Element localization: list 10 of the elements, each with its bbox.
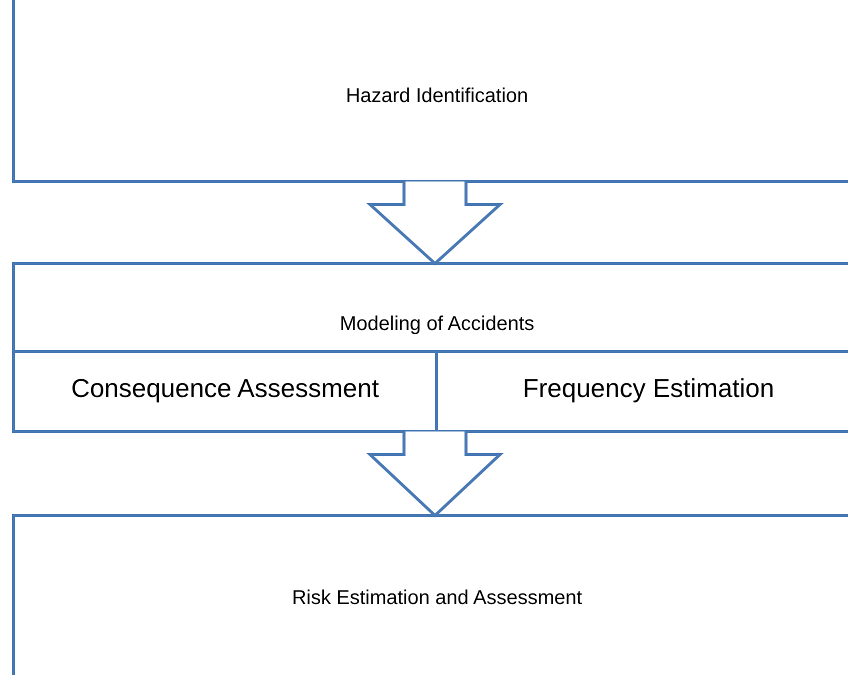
box-label: Risk Estimation and Assessment [292, 586, 582, 610]
process-box [12, 514, 848, 675]
block-arrow [366, 430, 504, 518]
process-box [12, 262, 848, 433]
box-label: Hazard Identification [346, 84, 528, 108]
process-box [12, 0, 848, 183]
box-label: Modeling of Accidents [340, 312, 534, 336]
box-label: Frequency Estimation [522, 373, 774, 405]
block-arrow [366, 180, 504, 266]
box-label: Consequence Assessment [71, 373, 379, 405]
